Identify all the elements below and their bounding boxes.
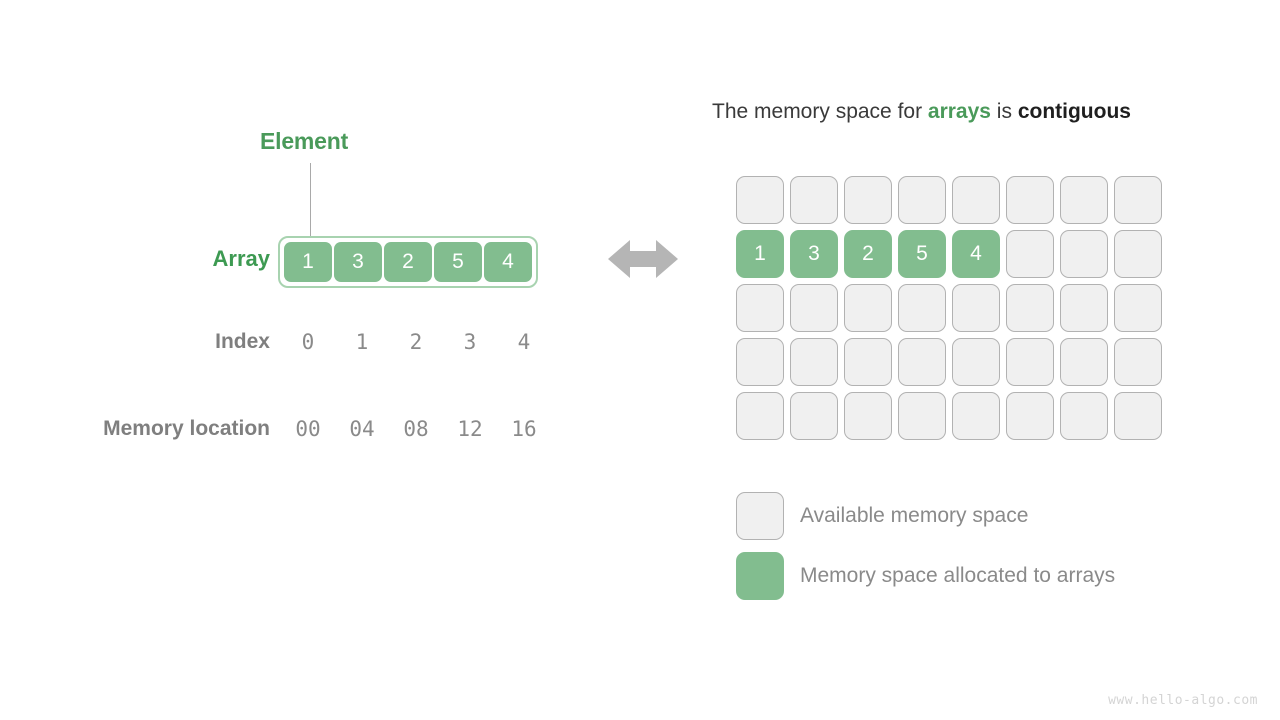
index-value: 4 bbox=[517, 330, 531, 354]
element-callout-label: Element bbox=[260, 128, 349, 154]
watermark: www.hello-algo.com bbox=[1108, 693, 1258, 708]
legend-swatch-free-icon bbox=[736, 492, 784, 540]
memory-title-highlight: arrays bbox=[927, 100, 991, 123]
memory-cell-allocated: 5 bbox=[898, 230, 946, 278]
memory-cell-free bbox=[1114, 392, 1162, 440]
legend-swatch-allocated-icon bbox=[736, 552, 784, 600]
memory-cell-free bbox=[898, 392, 946, 440]
memory-location-value: 16 bbox=[511, 417, 537, 441]
memory-title-part1: The memory space for bbox=[712, 100, 928, 123]
index-value: 0 bbox=[301, 330, 315, 354]
memory-cell-free bbox=[736, 176, 784, 224]
element-leader-line bbox=[310, 163, 311, 241]
memory-cell-allocated: 1 bbox=[736, 230, 784, 278]
memory-cell-free bbox=[1114, 284, 1162, 332]
memory-cell-free bbox=[1114, 230, 1162, 278]
memory-cell-free bbox=[844, 392, 892, 440]
memory-cell-free bbox=[1006, 230, 1054, 278]
memory-title: The memory space for arrays is contiguou… bbox=[712, 100, 1131, 124]
index-value: 2 bbox=[409, 330, 423, 354]
memory-cell-free bbox=[1060, 284, 1108, 332]
memory-cell-free bbox=[790, 338, 838, 386]
memory-cell-free bbox=[790, 176, 838, 224]
index-value-strip: 0 1 2 3 4 bbox=[282, 330, 550, 354]
memory-cell-free bbox=[898, 338, 946, 386]
memory-location-label: Memory location bbox=[103, 417, 270, 440]
memory-cell-free bbox=[1060, 338, 1108, 386]
memory-grid-row bbox=[736, 176, 1162, 224]
memory-grid-row bbox=[736, 338, 1162, 386]
memory-cell-free bbox=[1114, 176, 1162, 224]
memory-location-value-strip: 00 04 08 12 16 bbox=[282, 417, 550, 441]
memory-cell-allocated: 2 bbox=[844, 230, 892, 278]
memory-cell-free bbox=[898, 176, 946, 224]
index-label: Index bbox=[215, 330, 270, 353]
array-cell: 2 bbox=[384, 242, 432, 282]
index-value: 3 bbox=[463, 330, 477, 354]
array-cell: 1 bbox=[284, 242, 332, 282]
memory-cell-free bbox=[952, 392, 1000, 440]
array-cell: 4 bbox=[484, 242, 532, 282]
legend-label: Available memory space bbox=[800, 504, 1029, 527]
memory-cell-free bbox=[1006, 176, 1054, 224]
memory-title-part2: is bbox=[990, 100, 1018, 123]
memory-panel: The memory space for arrays is contiguou… bbox=[700, 0, 1280, 720]
memory-location-value: 08 bbox=[403, 417, 429, 441]
memory-cell-free bbox=[1114, 338, 1162, 386]
memory-grid-row bbox=[736, 284, 1162, 332]
memory-cell-allocated: 3 bbox=[790, 230, 838, 278]
memory-cell-free bbox=[844, 284, 892, 332]
memory-cell-free bbox=[790, 284, 838, 332]
array-cell: 3 bbox=[334, 242, 382, 282]
memory-cell-free bbox=[736, 338, 784, 386]
legend-label: Memory space allocated to arrays bbox=[800, 564, 1116, 587]
memory-cell-allocated: 4 bbox=[952, 230, 1000, 278]
double-headed-arrow-icon bbox=[608, 236, 678, 282]
memory-cell-free bbox=[1006, 338, 1054, 386]
memory-cell-free bbox=[952, 176, 1000, 224]
memory-cell-free bbox=[898, 284, 946, 332]
memory-cell-free bbox=[790, 392, 838, 440]
array-label: Array bbox=[212, 246, 270, 271]
memory-cell-free bbox=[1060, 392, 1108, 440]
memory-cell-free bbox=[952, 284, 1000, 332]
memory-title-emphasis: contiguous bbox=[1017, 100, 1131, 123]
memory-grid-row bbox=[736, 392, 1162, 440]
memory-cell-free bbox=[1006, 392, 1054, 440]
memory-cell-free bbox=[1060, 230, 1108, 278]
memory-cell-free bbox=[1060, 176, 1108, 224]
legend-item: Memory space allocated to arrays bbox=[736, 552, 1115, 600]
memory-cell-free bbox=[952, 338, 1000, 386]
memory-cell-free bbox=[1006, 284, 1054, 332]
memory-cell-free bbox=[736, 392, 784, 440]
memory-cell-free bbox=[844, 176, 892, 224]
memory-cell-free bbox=[844, 338, 892, 386]
index-value: 1 bbox=[355, 330, 369, 354]
legend-item: Available memory space bbox=[736, 492, 1115, 540]
memory-cell-free bbox=[736, 284, 784, 332]
array-cell: 5 bbox=[434, 242, 482, 282]
memory-location-value: 04 bbox=[349, 417, 375, 441]
memory-location-value: 12 bbox=[457, 417, 483, 441]
memory-location-value: 00 bbox=[295, 417, 321, 441]
